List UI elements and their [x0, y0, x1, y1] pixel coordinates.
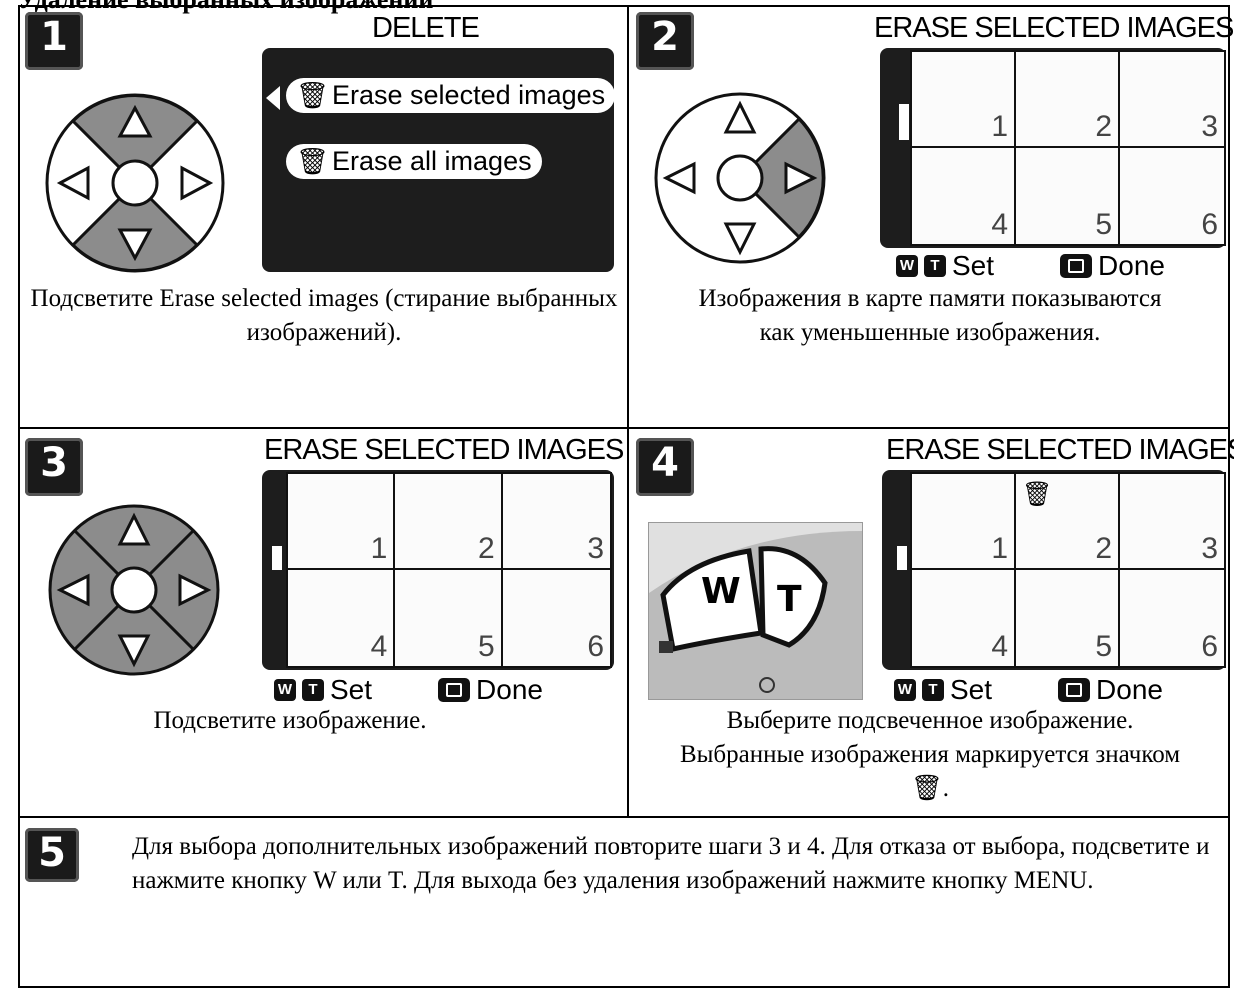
step-badge: 3: [25, 438, 83, 496]
step-caption: Подсветите Erase selected images (стиран…: [30, 285, 618, 346]
multi-selector-icon: [48, 504, 220, 676]
thumbnail-selected[interactable]: 🗑2: [1016, 474, 1120, 570]
thumbnail-grid[interactable]: 1 2 3 4 5 6: [286, 472, 612, 668]
trash-icon: 🗑: [1022, 482, 1053, 508]
trash-icon: 🗑: [296, 80, 330, 110]
playback-key-icon: [1058, 678, 1091, 702]
step-caption: Подсветите изображение.: [153, 707, 427, 734]
thumbnail-grid[interactable]: 1 🗑2 3 4 5 6: [910, 472, 1226, 668]
thumbnail[interactable]: 3: [502, 474, 610, 570]
multi-selector-icon: [45, 93, 225, 273]
thumbnail[interactable]: 2: [395, 474, 503, 570]
thumbnail[interactable]: 1: [288, 474, 396, 570]
thumbnail[interactable]: 6: [1120, 148, 1224, 244]
step-instructions: Для выбора дополнительных изображений по…: [132, 833, 1210, 894]
scroll-indicator: [897, 546, 907, 570]
thumbnail[interactable]: 4: [912, 148, 1016, 244]
thumbnail-grid[interactable]: 1 2 3 4 5 6: [910, 50, 1226, 246]
step-caption: Выберите подсвеченное изображение. Выбра…: [679, 707, 1181, 802]
w-key-icon: W: [894, 679, 916, 701]
row-divider: [18, 816, 1230, 818]
trash-all-icon: 🗑: [296, 146, 330, 176]
thumbnail[interactable]: 5: [1016, 148, 1120, 244]
t-key-icon: T: [922, 679, 944, 701]
menu-item-erase-all[interactable]: 🗑 Erase all images: [286, 144, 542, 179]
thumbnail[interactable]: 5: [1016, 570, 1120, 666]
left-arrow-icon: [266, 86, 280, 110]
steps-table: [18, 6, 1230, 988]
step-badge: 2: [636, 12, 694, 70]
thumbnail[interactable]: 1: [912, 474, 1016, 570]
thumbnail[interactable]: 4: [912, 570, 1016, 666]
menu-item-erase-selected[interactable]: 🗑 Erase selected images: [286, 78, 616, 113]
scroll-indicator: [272, 546, 282, 570]
page-title: Удаление выбранных изображений: [18, 0, 433, 15]
thumbnail[interactable]: 3: [1120, 52, 1224, 148]
zoom-button-illustration: [649, 531, 862, 699]
step-caption: Изображения в карте памяти показываются …: [698, 285, 1162, 346]
screen-title: DELETE: [372, 12, 480, 44]
w-key-icon: W: [274, 679, 296, 701]
w-key-icon: W: [896, 255, 918, 277]
table-bottom-border: [18, 986, 1230, 988]
screen-title: ERASE SELECTED IMAGES: [874, 12, 1234, 44]
thumbnail[interactable]: 6: [502, 570, 610, 666]
thumbnail[interactable]: 5: [395, 570, 503, 666]
thumbnail[interactable]: 1: [912, 52, 1016, 148]
playback-key-icon: [438, 678, 471, 702]
trash-icon: 🗑: [911, 774, 943, 802]
column-divider: [627, 6, 629, 816]
table-top-border: [18, 5, 1230, 7]
step-badge: 1: [25, 12, 83, 70]
t-key-icon: T: [302, 679, 324, 701]
w-button-label: W: [701, 571, 741, 612]
step-badge: 4: [636, 438, 694, 496]
thumbnail[interactable]: 6: [1120, 570, 1224, 666]
t-button-label: T: [777, 579, 802, 620]
multi-selector-icon: [654, 92, 826, 264]
thumbnail[interactable]: 4: [288, 570, 396, 666]
thumbnail[interactable]: 2: [1016, 52, 1120, 148]
thumbnail[interactable]: 3: [1120, 474, 1224, 570]
screen-title: ERASE SELECTED IMAGES: [264, 434, 624, 466]
t-key-icon: T: [924, 255, 946, 277]
step-badge: 5: [25, 828, 79, 882]
row-divider: [18, 427, 1230, 429]
scroll-indicator: [899, 104, 909, 140]
zoom-button-photo: W T: [648, 522, 863, 700]
screen-title: ERASE SELECTED IMAGES: [886, 434, 1234, 466]
playback-key-icon: [1060, 254, 1093, 278]
